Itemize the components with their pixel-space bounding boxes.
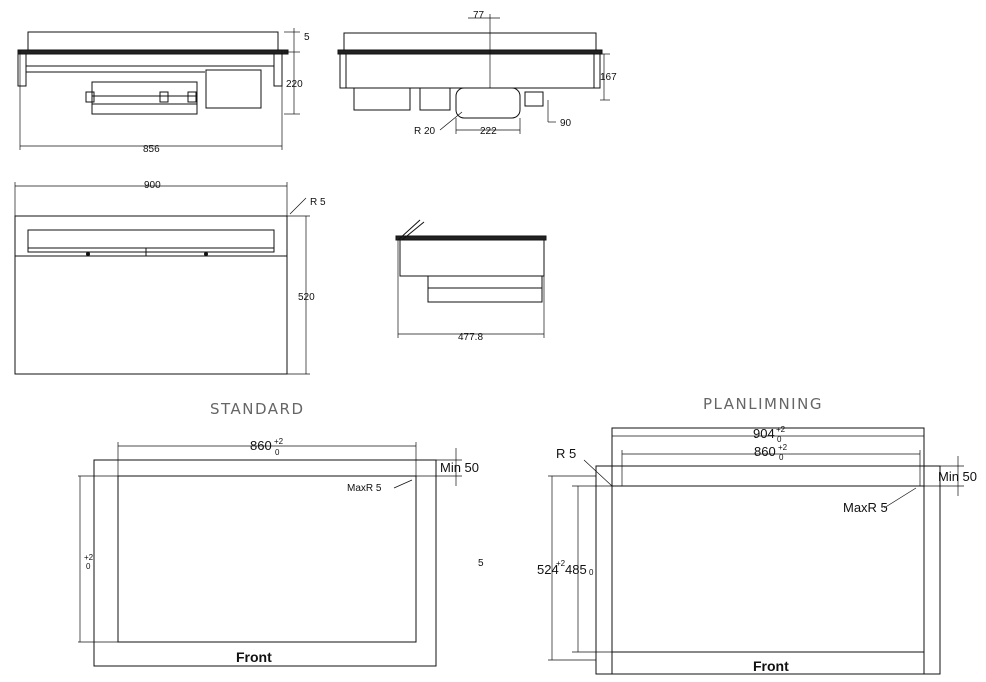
- planlimning-min-label: Min 50: [938, 469, 977, 484]
- front-height-top-label: 5: [304, 32, 310, 43]
- standard-partial-mark: 5: [478, 558, 484, 569]
- planlimning-inner-depth-label: 485: [565, 562, 587, 577]
- section-width-label: 477.8: [458, 332, 483, 343]
- standard-cutout-diagram: [78, 442, 462, 667]
- planlimning-outer-width-label: 904: [753, 426, 775, 441]
- planlimning-front-label: Front: [753, 658, 789, 674]
- hob-right-flange: [273, 53, 283, 87]
- standard-front-label: Front: [236, 649, 272, 665]
- side-duct-label: 222: [480, 126, 497, 137]
- planlimning-title: PLANLIMNING: [703, 395, 823, 413]
- section-motor: [427, 275, 543, 303]
- side-offset-label: 77: [473, 10, 485, 21]
- top-outline: [14, 215, 288, 375]
- top-vent: [27, 229, 275, 253]
- top-plan-view: [14, 182, 310, 375]
- top-width-label: 900: [144, 180, 161, 191]
- planlimning-depth-tol-top: +2: [556, 559, 566, 568]
- planlimning-inner-tol-top: +2: [778, 443, 788, 452]
- planlimning-maxr-label: MaxR 5: [843, 500, 888, 515]
- standard-title: STANDARD: [210, 400, 305, 418]
- planlimning-radius-label: R 5: [556, 446, 576, 461]
- side-fan: [353, 87, 411, 111]
- standard-width-label: 860: [250, 438, 272, 453]
- motor-unit: [91, 81, 198, 115]
- hob-glass-top: [27, 31, 279, 51]
- standard-maxr-label: MaxR 5: [347, 483, 382, 494]
- hob-edge: [17, 49, 289, 55]
- standard-min-label: Min 50: [440, 460, 479, 475]
- top-radius-label: R 5: [310, 197, 326, 208]
- planlimning-outer-hob: [611, 427, 925, 675]
- planlimning-cutout-diagram: [548, 427, 964, 675]
- side-depth-label: 90: [560, 118, 572, 129]
- standard-width-tol-top: +2: [274, 437, 284, 446]
- side-elevation-view: [337, 14, 610, 134]
- planlimning-outer-tol-top: +2: [776, 425, 786, 434]
- side-height-label: 167: [600, 72, 617, 83]
- planlimning-depth-tol-bottom: 0: [589, 568, 594, 577]
- front-height-label: 220: [286, 79, 303, 90]
- standard-depth-tol-top: +2: [84, 553, 94, 562]
- planlimning-outer-depth-label: 524: [537, 562, 559, 577]
- planlimning-rebate: [595, 465, 941, 675]
- side-duct: [455, 87, 521, 119]
- planlimning-outer-tol-bottom: 0: [777, 435, 782, 444]
- side-radius-label: R 20: [414, 126, 436, 137]
- section-view: [395, 219, 547, 338]
- front-elevation-view: [17, 28, 300, 150]
- standard-hob-outline: [93, 459, 437, 667]
- planlimning-inner-tol-bottom: 0: [779, 453, 784, 462]
- front-width-label: 856: [143, 144, 160, 155]
- standard-width-tol-bottom: 0: [275, 448, 280, 457]
- top-depth-label: 520: [298, 292, 315, 303]
- planlimning-cutout: [611, 485, 925, 653]
- fan-box: [205, 69, 262, 109]
- side-hob-top: [343, 32, 597, 51]
- standard-cutout: [117, 475, 417, 643]
- planlimning-inner-width-label: 860: [754, 444, 776, 459]
- hob-left-flange: [17, 53, 27, 87]
- standard-depth-tol-bottom: 0: [86, 562, 91, 571]
